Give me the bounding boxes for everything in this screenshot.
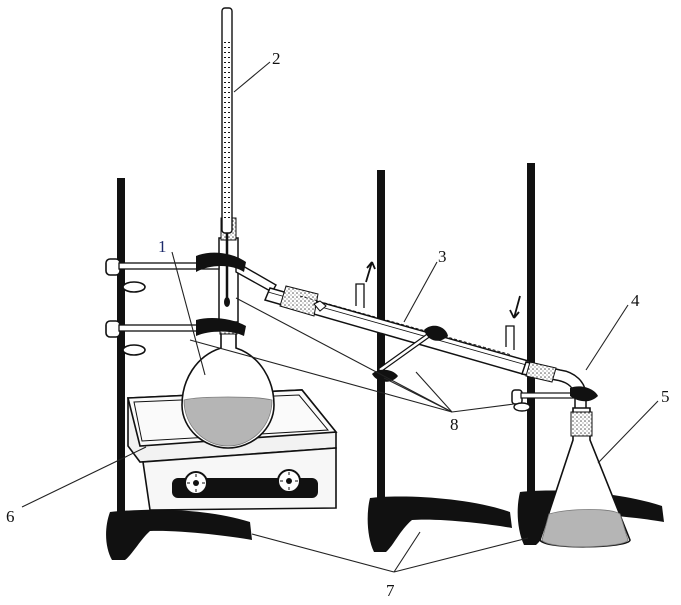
leader-1 [171, 251, 206, 376]
leader-lines [21, 61, 659, 573]
erlenmeyer-liquid [541, 509, 629, 548]
label-stands: 7 [386, 581, 395, 600]
leader-6 [21, 446, 147, 508]
label-clamps: 8 [450, 415, 459, 434]
water-inlet-arrow [509, 295, 521, 319]
thermometer [221, 7, 233, 307]
retort-stand-left [106, 178, 252, 560]
leader-8d [415, 371, 453, 413]
water-inlet-tube [505, 325, 515, 350]
water-outlet-tube [355, 283, 365, 308]
clamp-upper-left [105, 252, 246, 293]
leader-8e [451, 403, 515, 413]
label-thermometer: 2 [272, 49, 281, 68]
leader-8c [383, 377, 453, 413]
vacuum-adapter [521, 361, 587, 411]
leader-3 [403, 261, 438, 323]
water-outlet-arrow [365, 261, 376, 283]
label-adapter: 4 [631, 291, 640, 310]
leader-8a [189, 339, 453, 413]
round-bottom-flask [181, 317, 275, 449]
leader-5 [597, 400, 659, 464]
leader-7c [393, 537, 529, 573]
retort-stand-middle [367, 170, 512, 552]
label-condenser: 3 [438, 247, 447, 266]
leader-7a [251, 533, 395, 573]
leader-7b [393, 531, 421, 573]
flask-liquid [183, 396, 273, 447]
erlenmeyer-flask [539, 407, 631, 548]
label-round-bottom-flask: 1 [158, 237, 167, 256]
clamp-adapter [511, 386, 598, 412]
leader-4 [585, 304, 629, 371]
leader-8b [235, 297, 453, 413]
label-hot-plate: 6 [6, 507, 15, 526]
hot-plate-knob-right [277, 469, 301, 493]
hot-plate-knob-left [184, 471, 208, 495]
label-erlenmeyer-flask: 5 [661, 387, 670, 406]
clamp-lower-left [105, 318, 246, 356]
leader-2 [233, 61, 271, 93]
